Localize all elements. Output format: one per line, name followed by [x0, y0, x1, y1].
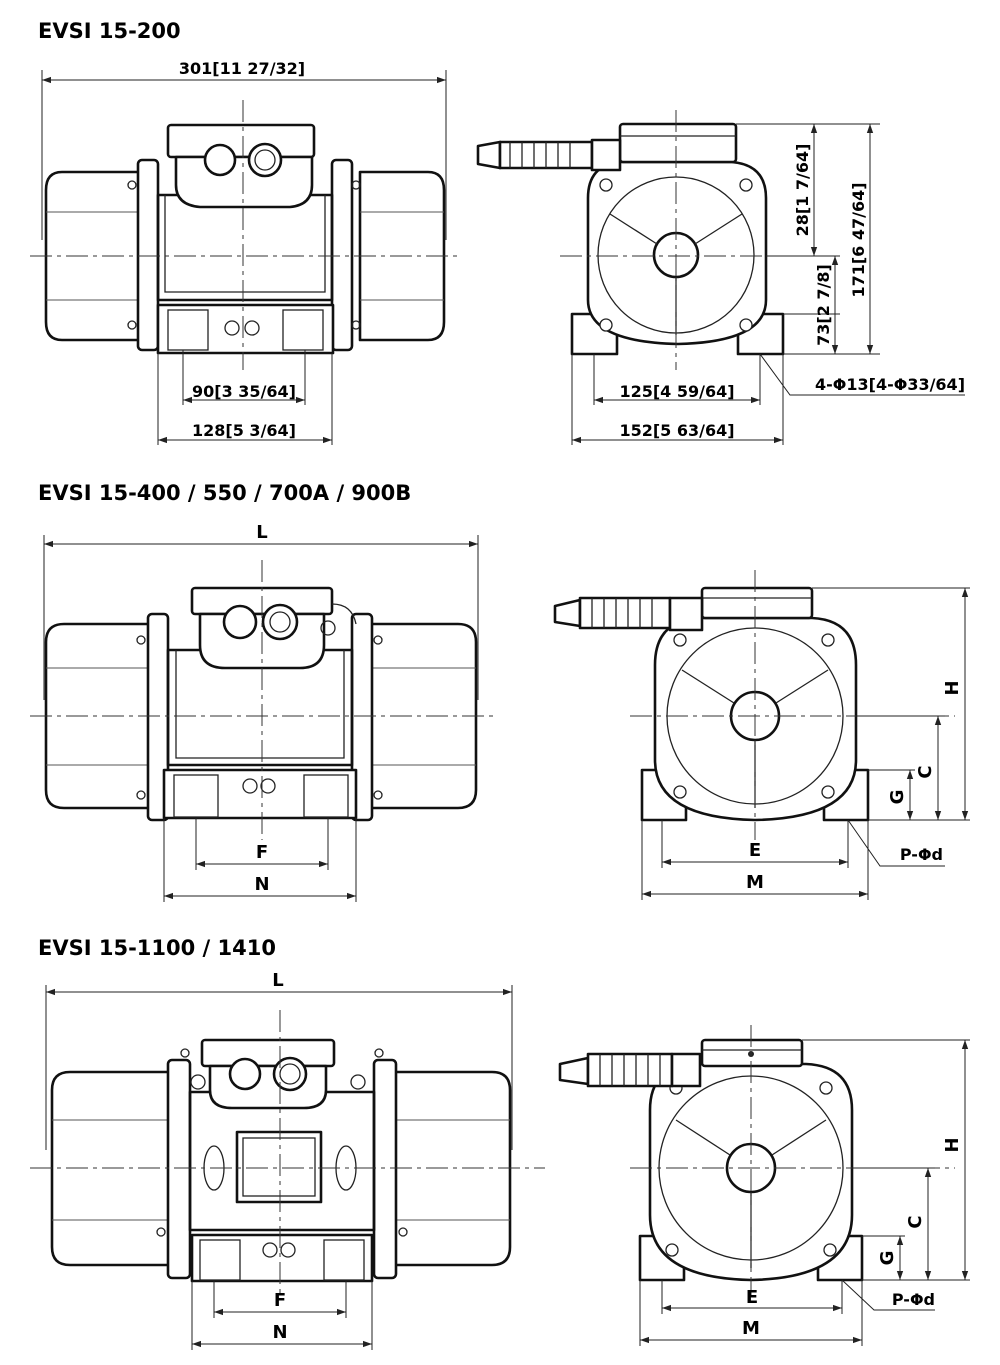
dim-length: L: [256, 522, 267, 543]
end-view: [476, 110, 815, 370]
right-end-cover: [366, 622, 478, 810]
dim-outer: N: [254, 874, 269, 895]
terminal-box: [700, 586, 814, 620]
dim-length: L: [272, 970, 283, 991]
dim-height: 171[6 47/64]: [849, 182, 868, 297]
section-evsi-15-1100-1410: EVSI 15-1100 / 1410: [30, 936, 970, 1350]
dim-foot: G: [887, 790, 908, 805]
dim-center: C: [915, 765, 936, 778]
cable-spring: [578, 596, 672, 630]
left-end-cover: [44, 622, 152, 810]
right-end-cover: [358, 170, 446, 342]
terminal-box: [174, 155, 314, 209]
end-view: [558, 1025, 955, 1295]
cable-gland-plug: [222, 604, 258, 640]
side-view: [30, 560, 495, 840]
dim-base-inner: E: [749, 840, 761, 861]
motor-body: [156, 193, 334, 302]
end-dimensions: 125[4 59/64] 152[5 63/64] 4-Φ13[4-Φ33/64…: [571, 123, 965, 445]
gland-nut: [670, 1052, 702, 1088]
section-title: EVSI 15-1100 / 1410: [38, 936, 276, 960]
dim-base-outer: M: [746, 872, 764, 893]
dim-inner: 90[3 35/64]: [192, 382, 296, 401]
dim-length: 301[11 27/32]: [179, 59, 305, 78]
dim-top: 28[1 7/64]: [793, 144, 812, 237]
cable-gland: [247, 142, 283, 178]
side-dimensions: L F N: [45, 970, 513, 1350]
left-flange: [166, 1058, 192, 1280]
end-view: [553, 570, 955, 840]
terminal-box: [618, 122, 738, 164]
cable-gland-plug: [203, 143, 237, 177]
gland-nut: [668, 596, 704, 632]
cable-gland: [272, 1056, 308, 1092]
gland-nut: [590, 138, 622, 172]
left-end-cover: [44, 170, 142, 342]
dim-center: C: [905, 1215, 926, 1228]
left-flange: [136, 158, 160, 352]
section-title: EVSI 15-400 / 550 / 700A / 900B: [38, 481, 411, 505]
side-view: [30, 1010, 545, 1300]
dim-inner: F: [274, 1290, 286, 1311]
dim-height: H: [942, 680, 963, 695]
side-view: [30, 100, 460, 370]
dim-outer: N: [272, 1322, 287, 1343]
name-plate: [235, 1130, 323, 1204]
section-evsi-15-400-900b: EVSI 15-400 / 550 / 700A / 900B: [30, 481, 970, 902]
section-evsi-15-200: EVSI 15-200 301[11: [30, 19, 965, 445]
dim-base-outer: M: [742, 1318, 760, 1339]
cable-gland: [261, 603, 299, 641]
mounting-foot: [162, 768, 358, 820]
section-title: EVSI 15-200: [38, 19, 181, 43]
end-dimensions: E M P-Φd H C G: [639, 1039, 970, 1346]
dim-foot: G: [877, 1251, 898, 1266]
dim-height: H: [942, 1137, 963, 1152]
end-dimensions: E M P-Φd H C G: [641, 587, 970, 900]
dim-center: 73[2 7/8]: [814, 264, 833, 346]
dim-holes: P-Φd: [900, 845, 943, 864]
right-flange: [330, 158, 354, 352]
dim-inner: F: [256, 842, 268, 863]
right-end-cover: [390, 1070, 512, 1267]
terminal-box-cover: [166, 123, 316, 159]
dim-base-outer: 152[5 63/64]: [619, 421, 734, 440]
mounting-foot: [190, 1233, 374, 1283]
side-dimensions: 301[11 27/32] 90[3 35/64] 128[5 3/64]: [41, 59, 447, 445]
left-end-cover: [50, 1070, 174, 1267]
dim-base-inner: E: [746, 1287, 758, 1308]
side-dimensions: L F N: [43, 522, 479, 902]
dim-holes: 4-Φ13[4-Φ33/64]: [815, 375, 965, 394]
terminal-box-cover: [200, 1038, 336, 1068]
dim-outer: 128[5 3/64]: [192, 421, 296, 440]
dim-base-inner: 125[4 59/64]: [619, 382, 734, 401]
right-flange: [372, 1058, 398, 1280]
cable-gland-plug: [228, 1057, 262, 1091]
dim-holes: P-Φd: [892, 1290, 935, 1309]
terminal-box: [208, 1064, 328, 1110]
